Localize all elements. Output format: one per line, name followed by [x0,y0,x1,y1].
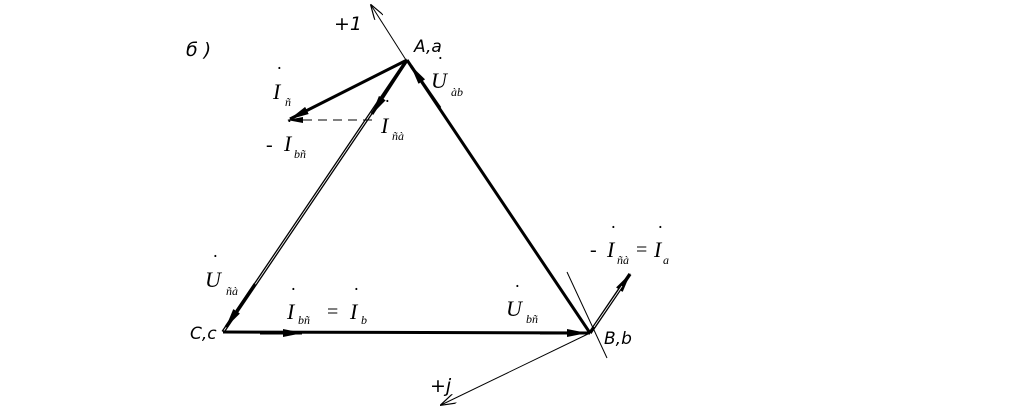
imag-axis-line [441,332,591,405]
axis-tick-b [566,271,608,359]
svg-text:ñ: ñ [285,95,291,109]
svg-text:U: U [205,267,223,292]
svg-text:I: I [653,237,663,262]
vector-ica [370,59,409,115]
svg-text:ñà: ñà [392,129,404,143]
vertex-a-label: A,a [413,37,442,57]
svg-text:˙: ˙ [286,116,293,138]
label-i-bc-eq-i-b: ˙ I bñ = ˙ I b [286,284,367,327]
svg-text:U: U [506,296,524,321]
label-u-ca: ˙ U ñà [205,251,238,298]
svg-text:I: I [286,299,296,324]
svg-text:˙: ˙ [276,63,283,85]
svg-text:U: U [431,68,449,93]
svg-text:ñà: ñà [226,284,238,298]
arrow-uca-head [224,283,257,328]
label-u-ab: ˙ U àb [431,53,463,99]
svg-text:-: - [590,239,597,261]
svg-text:˙: ˙ [353,284,360,306]
svg-text:=: = [327,301,338,323]
svg-text:˙: ˙ [657,222,664,244]
svg-text:-: - [266,134,273,156]
label-u-bc: ˙ U bñ [506,281,538,326]
svg-text:˙: ˙ [290,284,297,306]
svg-text:a: a [663,253,669,267]
real-axis-label: +1 [334,13,362,35]
svg-text:bñ: bñ [298,313,310,327]
svg-text:bñ: bñ [526,312,538,326]
svg-text:àb: àb [451,85,463,99]
svg-text:I: I [606,237,616,262]
vertex-b-label: B,b [604,329,632,349]
svg-text:I: I [349,299,359,324]
figure-label: б ) [186,39,211,61]
label-i-c: ˙ I ñ [272,63,291,109]
vertex-c-label: C,c [190,324,217,344]
svg-text:I: I [283,131,293,156]
svg-text:=: = [636,239,647,261]
svg-text:b: b [361,313,367,327]
label-neg-i-bc: - ˙ I bñ [266,116,306,161]
real-axis-line [371,5,407,61]
svg-text:˙: ˙ [514,281,521,303]
svg-text:˙: ˙ [437,53,444,75]
svg-text:I: I [380,113,390,138]
svg-text:˙: ˙ [212,251,219,273]
svg-text:ñà: ñà [617,253,629,267]
svg-text:˙: ˙ [384,96,391,118]
imag-axis-label: +j [430,375,452,397]
svg-text:bñ: bñ [294,147,306,161]
vector-ic [289,58,408,121]
svg-text:˙: ˙ [610,222,617,244]
svg-text:I: I [272,79,282,104]
label-neg-i-ca-eq-i-a: - ˙ I ñà = ˙ I a [590,222,669,267]
arrow-uab-head [409,65,442,109]
vector-ia-inner [593,285,623,328]
label-i-ca: ˙ I ñà [380,96,404,143]
